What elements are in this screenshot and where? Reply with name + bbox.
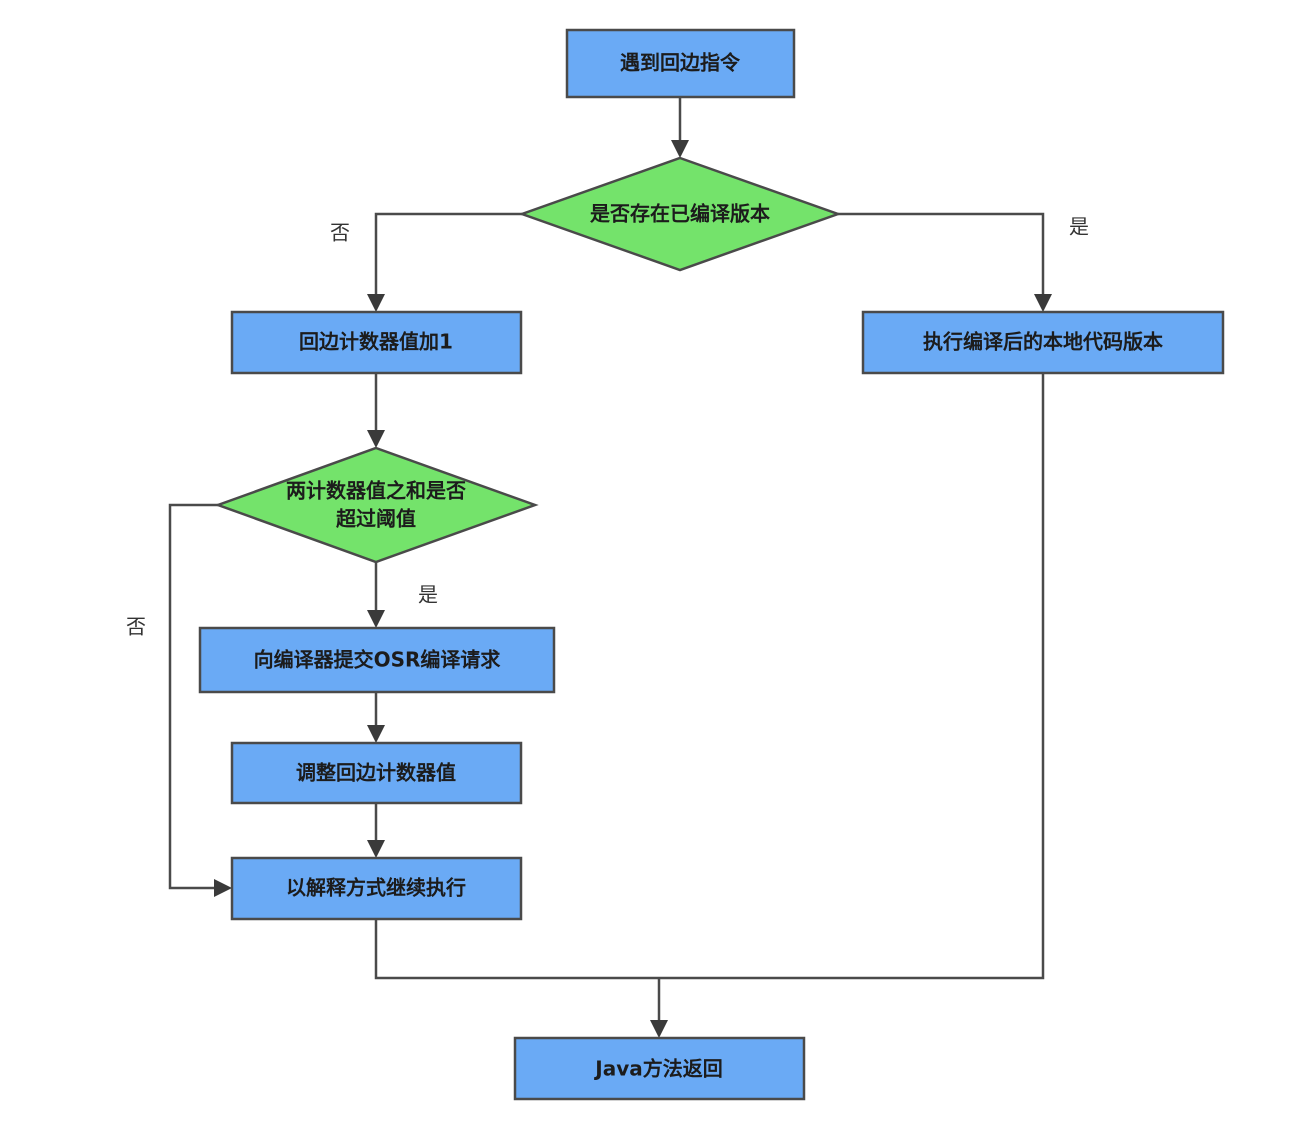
arrowhead-loop-to-interpret: [214, 879, 232, 897]
edge-labels: 否 是 是 否: [126, 215, 1089, 639]
arrowhead-to-osr: [367, 610, 385, 628]
edge-label-threshold-no: 否: [126, 615, 146, 639]
node-check-threshold: 两计数器值之和是否 超过阈值: [214, 446, 539, 564]
node-submit-osr: 向编译器提交OSR编译请求: [198, 626, 556, 694]
node-check-compiled: 是否存在已编译版本: [518, 156, 842, 272]
arrowhead-to-return: [650, 1020, 668, 1038]
arrowhead-to-increment: [367, 294, 385, 312]
node-interpret: 以解释方式继续执行: [230, 856, 523, 921]
node-execute-native: 执行编译后的本地代码版本: [861, 310, 1225, 375]
edge-label-compiled-yes: 是: [1069, 215, 1089, 239]
edge-check-no-to-increment: [374, 212, 522, 296]
edge-check-yes-to-native: [838, 212, 1045, 296]
arrowhead-to-check: [671, 140, 689, 158]
edge-interpret-to-merge: [374, 373, 1045, 980]
arrowhead-to-native: [1034, 294, 1052, 312]
node-start: 遇到回边指令: [565, 28, 796, 99]
edge-threshold-no-to-interpret: [168, 503, 220, 890]
edge-label-threshold-yes: 是: [418, 583, 438, 607]
node-start-label: 遇到回边指令: [620, 51, 741, 75]
edge-label-compiled-no: 否: [330, 221, 350, 245]
node-increment-counter: 回边计数器值加1: [230, 310, 523, 375]
node-return: Java方法返回: [513, 1036, 806, 1101]
node-interpret-label: 以解释方式继续执行: [286, 876, 466, 900]
node-check-compiled-label: 是否存在已编译版本: [589, 202, 770, 226]
arrowheads: [214, 140, 1052, 1038]
arrowhead-to-threshold: [367, 430, 385, 448]
node-adjust-counter: 调整回边计数器值: [230, 741, 523, 805]
connectors: [168, 97, 1045, 1022]
node-submit-osr-label: 向编译器提交OSR编译请求: [254, 648, 502, 672]
node-check-threshold-label-line2: 超过阈值: [335, 507, 416, 531]
node-adjust-counter-label: 调整回边计数器值: [296, 761, 456, 785]
node-check-threshold-label-line1: 两计数器值之和是否: [286, 479, 466, 503]
node-increment-counter-label: 回边计数器值加1: [299, 330, 453, 354]
arrowhead-to-interpret: [367, 840, 385, 858]
node-execute-native-label: 执行编译后的本地代码版本: [923, 330, 1163, 354]
node-return-label: Java方法返回: [593, 1057, 722, 1081]
arrowhead-to-adjust: [367, 725, 385, 743]
